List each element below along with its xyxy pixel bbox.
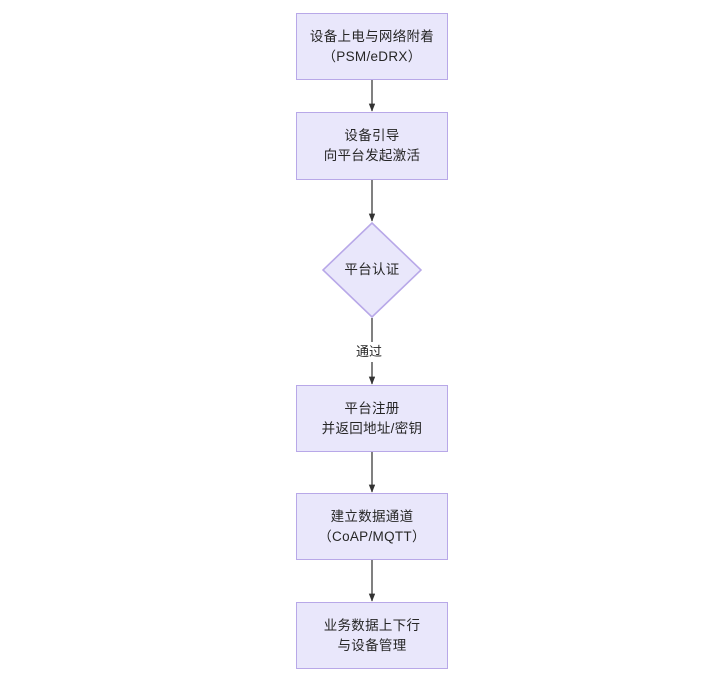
node-text-line: 业务数据上下行 [323,617,421,633]
node-text-line: （CoAP/MQTT） [318,528,426,544]
node-text-line: 建立数据通道 [330,508,414,524]
edge-label-pass: 通过 [353,342,386,362]
node-text-line: 并返回地址/密钥 [321,420,423,436]
node-device-power-on[interactable]: 设备上电与网络附着 （PSM/eDRX） [296,13,448,80]
node-business-data-and-device-management[interactable]: 业务数据上下行 与设备管理 [296,602,448,669]
node-text-line: 与设备管理 [337,637,407,653]
node-text-line: （PSM/eDRX） [322,48,422,64]
node-platform-authentication[interactable]: 平台认证 [322,222,422,318]
node-establish-data-channel[interactable]: 建立数据通道 （CoAP/MQTT） [296,493,448,560]
diamond-shape-icon [322,222,422,318]
node-platform-registration[interactable]: 平台注册 并返回地址/密钥 [296,385,448,452]
node-text-line: 向平台发起激活 [323,148,421,163]
node-text-line: 平台认证 [344,262,400,277]
node-text-line: 平台注册 [344,400,400,416]
node-text-line: 设备上电与网络附着 [309,28,435,44]
node-text-line: 设备引导 [344,128,400,143]
node-device-bootstrap[interactable]: 设备引导 向平台发起激活 [296,112,448,180]
